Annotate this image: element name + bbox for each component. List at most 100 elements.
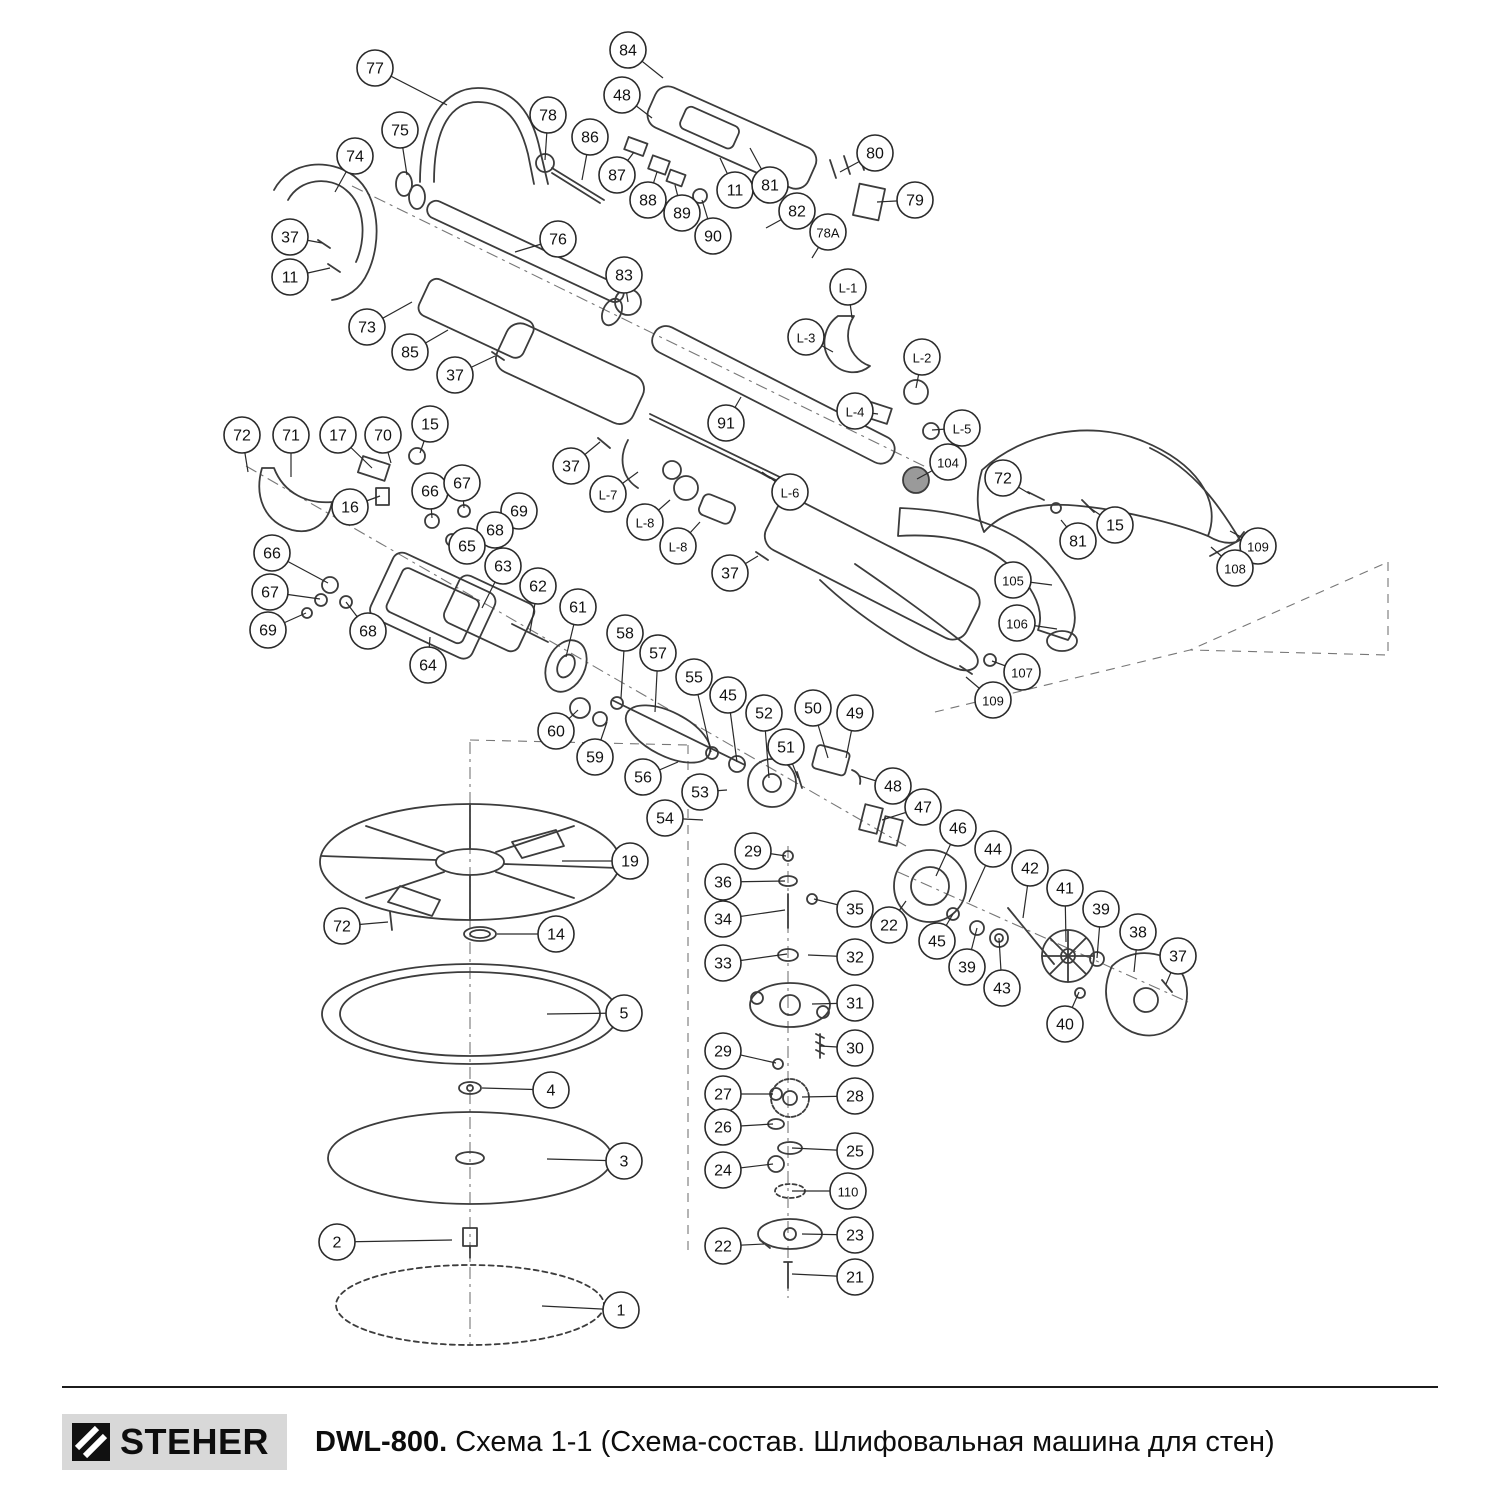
svg-text:72: 72	[994, 471, 1012, 488]
callout-50: 50	[794, 689, 832, 759]
svg-text:15: 15	[1106, 518, 1124, 535]
svg-text:60: 60	[547, 724, 565, 741]
svg-text:85: 85	[401, 345, 419, 362]
callout-21: 21	[791, 1258, 874, 1296]
svg-text:104: 104	[937, 456, 959, 471]
svg-text:67: 67	[261, 585, 279, 602]
construction-dashed-lines	[469, 561, 1389, 1256]
callout-48: 48	[859, 767, 912, 805]
callout-77: 77	[356, 49, 448, 106]
callout-45: 45	[918, 913, 956, 960]
svg-text:42: 42	[1021, 861, 1039, 878]
svg-text:90: 90	[704, 229, 722, 246]
svg-text:81: 81	[1069, 534, 1087, 551]
svg-text:58: 58	[616, 626, 634, 643]
callout-91: 91	[707, 396, 745, 442]
svg-text:L-6: L-6	[781, 486, 800, 501]
callout-L-6: L-6	[761, 471, 809, 511]
svg-text:17: 17	[329, 428, 347, 445]
svg-text:23: 23	[846, 1228, 864, 1245]
callout-22: 22	[704, 1227, 765, 1265]
svg-text:L-7: L-7	[599, 488, 618, 503]
callout-L-3: L-3	[787, 318, 834, 356]
diagram-title: DWL-800. Схема 1-1 (Схема-состав. Шлифов…	[315, 1426, 1275, 1459]
svg-text:11: 11	[282, 270, 299, 287]
callout-39: 39	[948, 927, 986, 986]
svg-text:43: 43	[993, 981, 1011, 998]
callout-43: 43	[983, 937, 1021, 1007]
callout-83: 83	[605, 256, 643, 303]
svg-text:68: 68	[359, 624, 377, 641]
callout-89: 89	[663, 184, 701, 232]
brand-name: STEHER	[120, 1421, 270, 1462]
svg-text:L-8: L-8	[636, 516, 655, 531]
callout-68: 68	[345, 601, 387, 650]
callout-81: 81	[1059, 519, 1097, 560]
svg-text:63: 63	[494, 559, 512, 576]
callout-54: 54	[646, 799, 704, 837]
svg-text:5: 5	[620, 1006, 629, 1023]
callout-2: 2	[318, 1223, 453, 1261]
svg-text:82: 82	[788, 204, 806, 221]
svg-text:L-2: L-2	[913, 351, 932, 366]
svg-text:39: 39	[1092, 902, 1110, 919]
callout-31: 31	[811, 984, 874, 1022]
svg-text:33: 33	[714, 956, 732, 973]
gearbox-sketch	[749, 982, 831, 1028]
callout-42: 42	[1011, 849, 1049, 919]
callout-55: 55	[675, 658, 713, 753]
svg-text:69: 69	[259, 623, 277, 640]
callout-79: 79	[876, 181, 934, 219]
svg-text:27: 27	[714, 1087, 732, 1104]
svg-text:38: 38	[1129, 925, 1147, 942]
callout-L-2: L-2	[903, 338, 941, 389]
svg-text:53: 53	[691, 785, 709, 802]
svg-text:86: 86	[581, 130, 599, 147]
svg-text:37: 37	[446, 368, 464, 385]
svg-text:67: 67	[453, 476, 471, 493]
callout-3: 3	[546, 1142, 643, 1180]
callout-74: 74	[334, 137, 374, 193]
svg-text:73: 73	[358, 320, 376, 337]
callout-35: 35	[813, 890, 874, 928]
svg-text:31: 31	[846, 996, 864, 1013]
callout-45: 45	[709, 676, 747, 763]
svg-text:71: 71	[282, 428, 300, 445]
callout-56: 56	[624, 758, 679, 796]
callout-57: 57	[639, 634, 677, 713]
callout-4: 4	[481, 1071, 570, 1109]
callout-L-4: L-4	[836, 392, 879, 430]
svg-text:61: 61	[569, 600, 587, 617]
callout-25: 25	[791, 1132, 874, 1170]
callout-63: 63	[481, 547, 522, 609]
svg-text:78: 78	[539, 108, 557, 125]
hose-sketch	[897, 507, 1076, 641]
svg-text:54: 54	[656, 811, 674, 828]
callout-26: 26	[704, 1108, 774, 1146]
callout-78A: 78A	[809, 213, 847, 259]
callout-5: 5	[546, 994, 643, 1032]
callout-75: 75	[381, 111, 419, 176]
svg-text:106: 106	[1006, 617, 1028, 632]
svg-text:29: 29	[744, 844, 762, 861]
callout-78: 78	[529, 96, 567, 161]
callout-81: 81	[749, 147, 789, 204]
callout-84: 84	[609, 31, 664, 79]
callout-41: 41	[1046, 869, 1084, 943]
svg-text:35: 35	[846, 902, 864, 919]
callout-37: 37	[711, 554, 759, 592]
callout-73: 73	[348, 301, 413, 346]
svg-text:81: 81	[761, 178, 779, 195]
side-handle-sketch	[273, 163, 378, 301]
callout-86: 86	[571, 118, 609, 181]
svg-text:91: 91	[717, 416, 735, 433]
callout-72: 72	[223, 416, 261, 473]
svg-text:75: 75	[391, 123, 409, 140]
svg-text:16: 16	[341, 500, 359, 517]
callout-29: 29	[734, 832, 787, 870]
svg-text:22: 22	[714, 1239, 732, 1256]
extension-tube-sketch	[651, 325, 896, 465]
svg-text:47: 47	[914, 800, 932, 817]
callout-61: 61	[559, 588, 597, 658]
callout-47: 47	[881, 788, 942, 826]
